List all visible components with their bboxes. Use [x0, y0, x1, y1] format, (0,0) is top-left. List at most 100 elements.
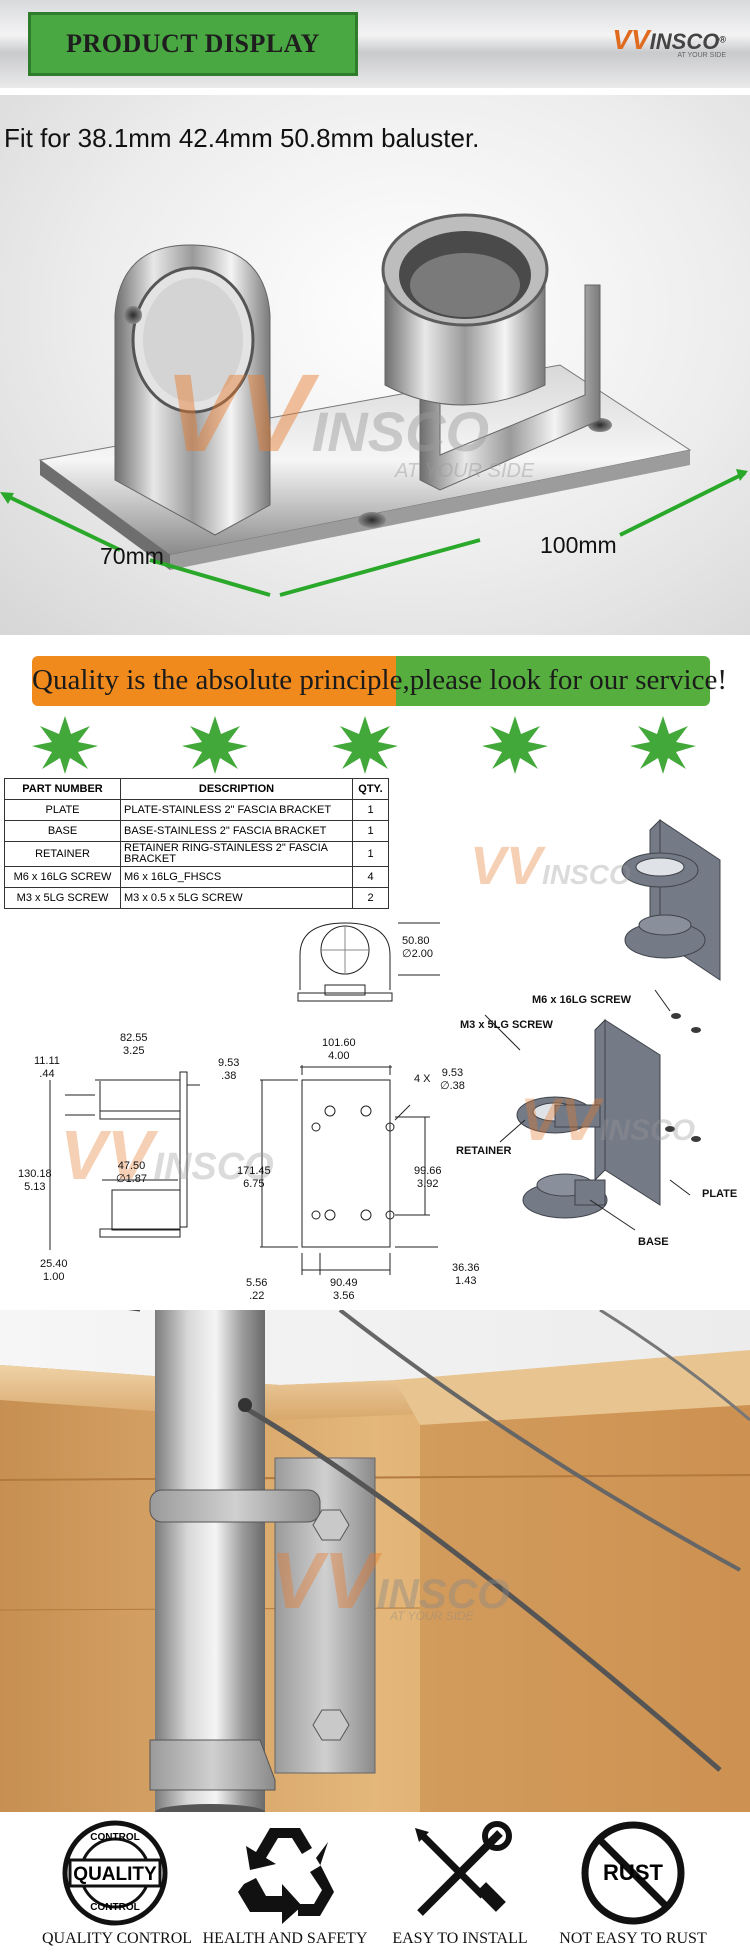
dim-value-in: 1.00: [43, 1271, 65, 1283]
quality-icon-top: CONTROL: [90, 1832, 140, 1843]
table-row: PLATE PLATE-STAINLESS 2" FASCIA BRACKET …: [4, 799, 389, 821]
dim-value-in: 3.92: [417, 1178, 439, 1190]
dim-value-mm: 47.50: [117, 1160, 146, 1172]
dim-value-mm: 130.18: [18, 1168, 52, 1180]
callout-m3-screw: M3 x 5LG SCREW: [460, 1019, 553, 1031]
installation-photo: VVINSCO AT YOUR SIDE: [0, 1310, 750, 1812]
dimension-length: 100mm: [540, 532, 617, 558]
installation-illustration: [0, 1310, 750, 1812]
dim-5-56: 5.56.22: [246, 1277, 267, 1303]
dim-9-53-side: 9.53.38: [218, 1057, 239, 1083]
table-row: M6 x 16LG SCREW M6 x 16LG_FHSCS 4: [4, 866, 389, 888]
brand-registered: ®: [719, 34, 726, 45]
photo-caption: Fit for 38.1mm 42.4mm 50.8mm baluster.: [4, 123, 480, 153]
dim-value-mm: 90.49: [330, 1277, 358, 1289]
label-easy-install: EASY TO INSTALL: [392, 1930, 528, 1947]
watermark-logo: VVINSCO AT YOUR SIDE: [270, 1536, 510, 1625]
dim-value-in: ∅.38: [440, 1080, 465, 1092]
watermark-logo: VVINSCO: [470, 836, 631, 896]
slogan-banner: Quality is the absolute principle,please…: [32, 656, 727, 706]
callout-base: BASE: [638, 1236, 669, 1248]
dim-value-in: .22: [249, 1290, 265, 1302]
table-row: M3 x 5LG SCREW M3 x 0.5 x 5LG SCREW 2: [4, 887, 389, 909]
watermark-name: INSCO: [153, 1146, 274, 1188]
watermark-tagline: AT YOUR SIDE: [395, 460, 535, 482]
dim-47-50: 47.50∅1.87: [116, 1160, 147, 1186]
dim-value-mm: 11.11: [34, 1055, 60, 1067]
quality-icon-text: QUALITY: [73, 1864, 157, 1885]
parts-table-header: PART NUMBER DESCRIPTION QTY.: [4, 778, 389, 800]
part-description: RETAINER RING-STAINLESS 2" FASCIA BRACKE…: [120, 841, 353, 867]
part-number: M6 x 16LG SCREW: [4, 866, 121, 888]
star-icon: [630, 716, 696, 774]
callout-plate: PLATE: [702, 1188, 738, 1200]
quality-icon-bottom: CONTROL: [90, 1902, 140, 1913]
watermark-logo: VVINSCO: [60, 1116, 274, 1194]
dim-value-in: .38: [221, 1070, 237, 1082]
callout-retainer: RETAINER: [456, 1145, 512, 1157]
bracket-illustration: [0, 213, 748, 597]
watermark-logo: VVINSCO: [520, 1086, 696, 1153]
dim-value-mm: 101.60: [322, 1037, 356, 1049]
dim-value-mm: 9.53: [441, 1067, 464, 1079]
tools-icon: [375, 1818, 545, 1933]
dim-value-in: ∅2.00: [402, 948, 433, 960]
product-photo: Fit for 38.1mm 42.4mm 50.8mm baluster. V…: [0, 95, 750, 635]
table-row: RETAINER RETAINER RING-STAINLESS 2" FASC…: [4, 841, 389, 867]
decorative-stars: [0, 714, 750, 776]
callout-m6-screw: M6 x 16LG SCREW: [532, 994, 632, 1006]
slogan-text: Quality is the absolute principle,please…: [32, 664, 727, 696]
watermark-logo: VVINSCO AT YOUR SIDE: [165, 352, 535, 482]
dim-top-diameter: 50.80∅2.00: [402, 935, 433, 961]
watermark-tagline: AT YOUR SIDE: [390, 1609, 474, 1623]
rust-icon-text: RUST: [603, 1860, 663, 1885]
watermark-name: INSCO: [376, 1570, 510, 1617]
star-icon: [182, 716, 248, 774]
label-not-easy-rust: NOT EASY TO RUST: [559, 1930, 707, 1947]
watermark-name: INSCO: [542, 859, 631, 890]
brand-logo: VVINSCO® AT YOUR SIDE: [612, 24, 726, 59]
slogan-green-block: [396, 656, 710, 706]
dim-value-mm: 50.80: [402, 935, 430, 947]
part-number: RETAINER: [4, 841, 121, 867]
part-number: PLATE: [4, 799, 121, 821]
star-icon: [332, 716, 398, 774]
feature-icons: QUALITY CONTROL CONTROL RUST QUALITY CON…: [0, 1812, 750, 1952]
drawing-lines: [49, 818, 721, 1275]
col-part-number: PART NUMBER: [4, 778, 121, 800]
dim-value-mm: 99.66: [414, 1165, 442, 1177]
col-qty: QTY.: [352, 778, 389, 800]
dim-value-mm: 25.40: [40, 1258, 68, 1270]
technical-drawing: PART NUMBER DESCRIPTION QTY. PLATE PLATE…: [0, 775, 750, 1310]
dim-value-mm: 5.56: [246, 1277, 268, 1289]
part-description: M3 x 0.5 x 5LG SCREW: [120, 887, 353, 909]
dim-value-in: 4.00: [328, 1050, 350, 1062]
watermark-name: INSCO: [600, 1114, 696, 1147]
parts-table: PART NUMBER DESCRIPTION QTY. PLATE PLATE…: [4, 778, 389, 909]
dim-value-in: ∅1.87: [116, 1173, 147, 1185]
product-display-banner: PRODUCT DISPLAY: [28, 12, 358, 76]
dim-value-in: 5.13: [24, 1181, 46, 1193]
star-icon: [32, 716, 98, 774]
dim-holes-prefix: 4 X: [414, 1073, 431, 1085]
dim-value-in: 1.43: [455, 1275, 477, 1287]
dim-value-in: .44: [39, 1068, 55, 1080]
table-row: BASE BASE-STAINLESS 2" FASCIA BRACKET 1: [4, 820, 389, 842]
slogan-orange-block: [32, 656, 396, 706]
star-icon: [482, 716, 548, 774]
recycle-icon: [200, 1818, 370, 1933]
part-qty: 2: [352, 887, 389, 909]
label-quality-control: QUALITY CONTROL: [41, 1930, 193, 1947]
watermark-name: INSCO: [311, 400, 490, 463]
dim-value-in: 3.56: [333, 1290, 355, 1302]
dim-11-11: 11.11.44: [34, 1055, 60, 1081]
dimension-width: 70mm: [100, 543, 164, 569]
